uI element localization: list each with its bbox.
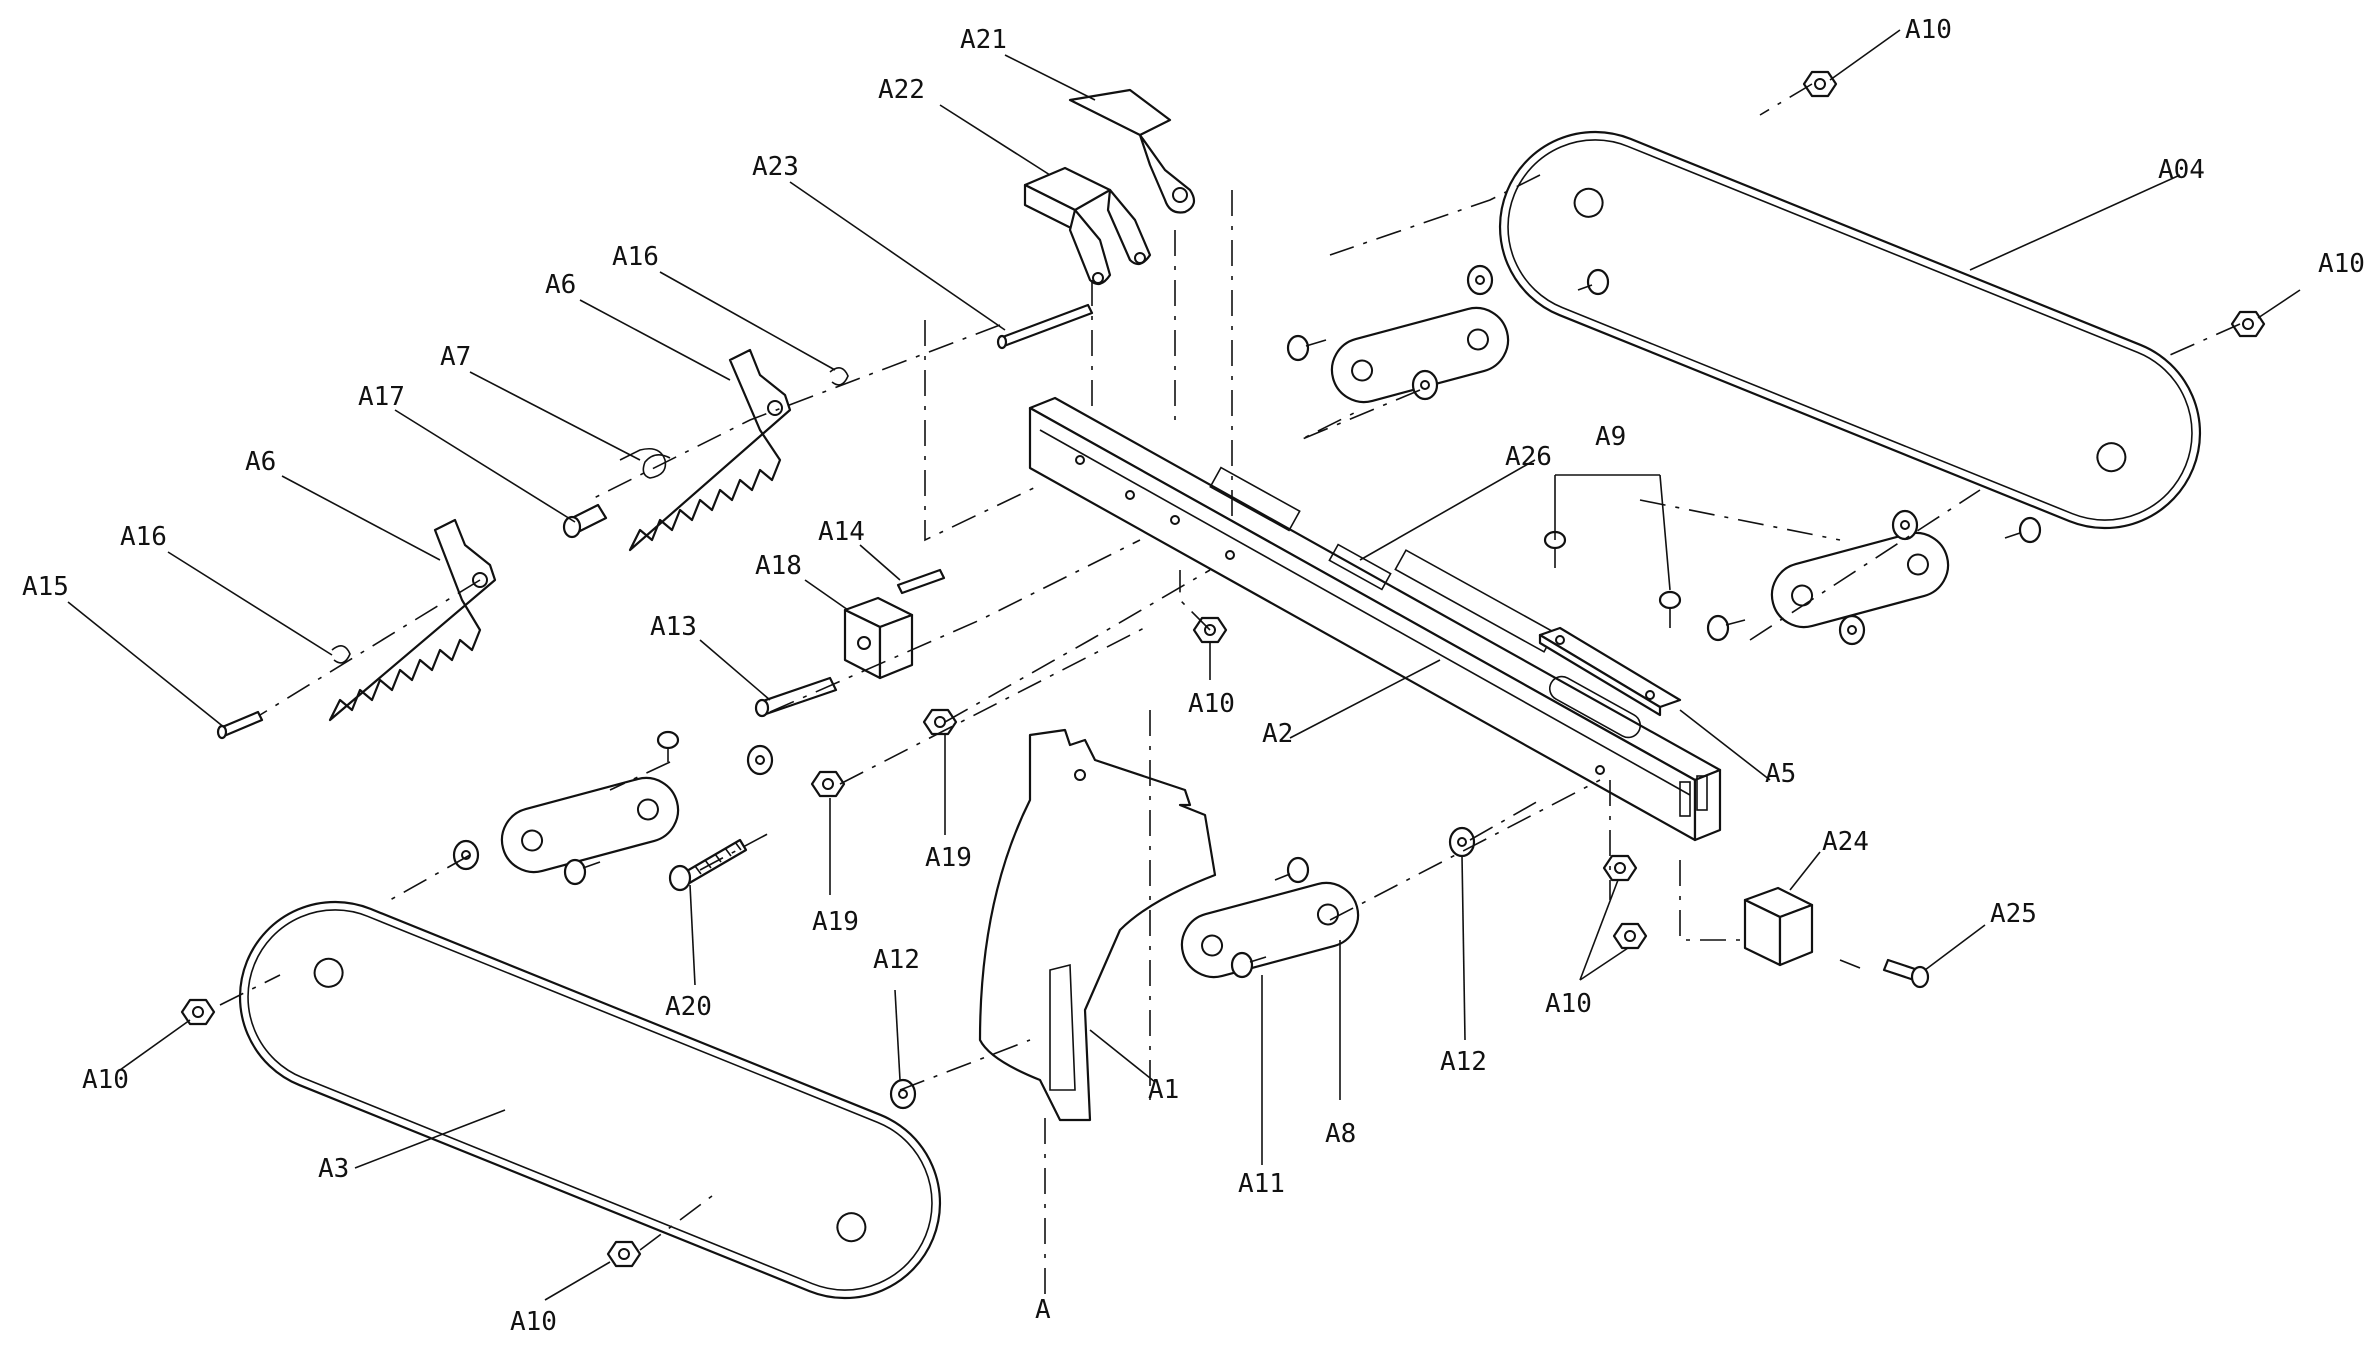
washer-upper-1 bbox=[1466, 264, 1494, 296]
part-link-left bbox=[500, 776, 680, 874]
label-a16-lower: A16 bbox=[120, 522, 167, 552]
leader-lines bbox=[67, 29, 2301, 1301]
part-link-upper-right bbox=[1330, 306, 1510, 404]
label-a21: A21 bbox=[960, 25, 1007, 55]
part-a7-spring bbox=[619, 447, 671, 479]
washer-a12-left bbox=[889, 1078, 917, 1110]
label-a8: A8 bbox=[1325, 1119, 1356, 1149]
screw-right-2 bbox=[2004, 516, 2042, 544]
label-a04: A04 bbox=[2158, 155, 2205, 185]
label-a25: A25 bbox=[1990, 899, 2037, 929]
screw-a11-1 bbox=[1274, 856, 1310, 884]
label-a22: A22 bbox=[878, 75, 925, 105]
washer-upper-2 bbox=[1411, 369, 1439, 401]
part-a14-pin bbox=[896, 568, 946, 595]
part-a15-pin bbox=[216, 710, 264, 740]
part-a6-pawl-lower bbox=[328, 518, 497, 722]
washer-left-1 bbox=[746, 744, 774, 776]
label-a5: A5 bbox=[1765, 759, 1796, 789]
part-a23-pin bbox=[996, 303, 1094, 350]
label-a12-right: A12 bbox=[1440, 1047, 1487, 1077]
nut-a10-bottom bbox=[606, 1240, 642, 1268]
part-a22-bracket bbox=[1023, 166, 1152, 286]
label-a19-left: A19 bbox=[812, 907, 859, 937]
label-a10-top-right: A10 bbox=[1905, 15, 1952, 45]
label-a2: A2 bbox=[1262, 719, 1293, 749]
nut-a10-right-lower-1 bbox=[1602, 854, 1638, 882]
label-a10-bottom: A10 bbox=[510, 1307, 557, 1337]
label-a26: A26 bbox=[1505, 442, 1552, 472]
label-a1: A1 bbox=[1148, 1075, 1179, 1105]
part-a25-bolt bbox=[1882, 958, 1930, 989]
nut-a10-right-lower-2 bbox=[1612, 922, 1648, 950]
part-link-lower-right bbox=[1770, 531, 1950, 629]
screw-left-1 bbox=[656, 730, 680, 762]
label-a24: A24 bbox=[1822, 827, 1869, 857]
screw-upper-1 bbox=[1286, 334, 1327, 362]
washer-right-2 bbox=[1838, 614, 1866, 646]
label-a20: A20 bbox=[665, 992, 712, 1022]
label-a10-left: A10 bbox=[82, 1065, 129, 1095]
part-a6-pawl-upper bbox=[628, 348, 792, 552]
clip-a16-lower bbox=[331, 645, 351, 664]
assembly-lines bbox=[219, 83, 2241, 1300]
washer-a12-right bbox=[1448, 826, 1476, 858]
label-a-axis: A bbox=[1035, 1295, 1051, 1325]
label-a12-left: A12 bbox=[873, 945, 920, 975]
label-a15: A15 bbox=[22, 572, 69, 602]
label-a10-right-lower: A10 bbox=[1545, 989, 1592, 1019]
screw-a9-2 bbox=[1658, 590, 1682, 628]
part-a13-bolt bbox=[754, 676, 838, 718]
nut-a19-left bbox=[810, 770, 846, 798]
screw-upper-2 bbox=[1577, 268, 1610, 296]
label-a18: A18 bbox=[755, 551, 802, 581]
label-a16-upper: A16 bbox=[612, 242, 659, 272]
label-a19-right: A19 bbox=[925, 843, 972, 873]
nut-a19-right bbox=[922, 708, 958, 736]
screw-a11-2 bbox=[1230, 951, 1267, 979]
label-a6-upper: A6 bbox=[545, 270, 576, 300]
clip-a16-upper bbox=[829, 367, 849, 386]
part-a1-plate bbox=[978, 728, 1217, 1122]
label-a10-right: A10 bbox=[2318, 249, 2365, 279]
callout-labels: A21 A22 A23 A16 A6 A7 A17 A6 A16 A15 A14… bbox=[22, 15, 2365, 1337]
washer-right-1 bbox=[1891, 509, 1919, 541]
label-a3: A3 bbox=[318, 1154, 349, 1184]
part-a18-block bbox=[843, 596, 914, 680]
screw-left-2 bbox=[563, 858, 601, 886]
nut-a10-left bbox=[180, 998, 216, 1026]
label-a10-bar: A10 bbox=[1188, 689, 1235, 719]
part-a8-link bbox=[1180, 881, 1360, 979]
part-a04-right-guard bbox=[1498, 130, 2202, 530]
nut-a10-right bbox=[2230, 310, 2266, 338]
label-a9: A9 bbox=[1595, 422, 1626, 452]
nut-a10-top-right bbox=[1802, 70, 1838, 98]
part-a24-block bbox=[1743, 886, 1814, 967]
label-a14: A14 bbox=[818, 517, 865, 547]
label-a23: A23 bbox=[752, 152, 799, 182]
screw-right-1 bbox=[1706, 614, 1746, 642]
label-a11: A11 bbox=[1238, 1169, 1285, 1199]
label-a17: A17 bbox=[358, 382, 405, 412]
label-a7: A7 bbox=[440, 342, 471, 372]
label-a6-lower: A6 bbox=[245, 447, 276, 477]
part-a5-plate bbox=[1538, 626, 1682, 717]
part-a21-bracket bbox=[1068, 88, 1196, 214]
part-a2-main-bar bbox=[1028, 396, 1722, 842]
part-a17-bushing bbox=[562, 503, 608, 539]
label-a13: A13 bbox=[650, 612, 697, 642]
washer-left-2 bbox=[452, 839, 480, 871]
part-a3-left-guard bbox=[238, 900, 942, 1300]
